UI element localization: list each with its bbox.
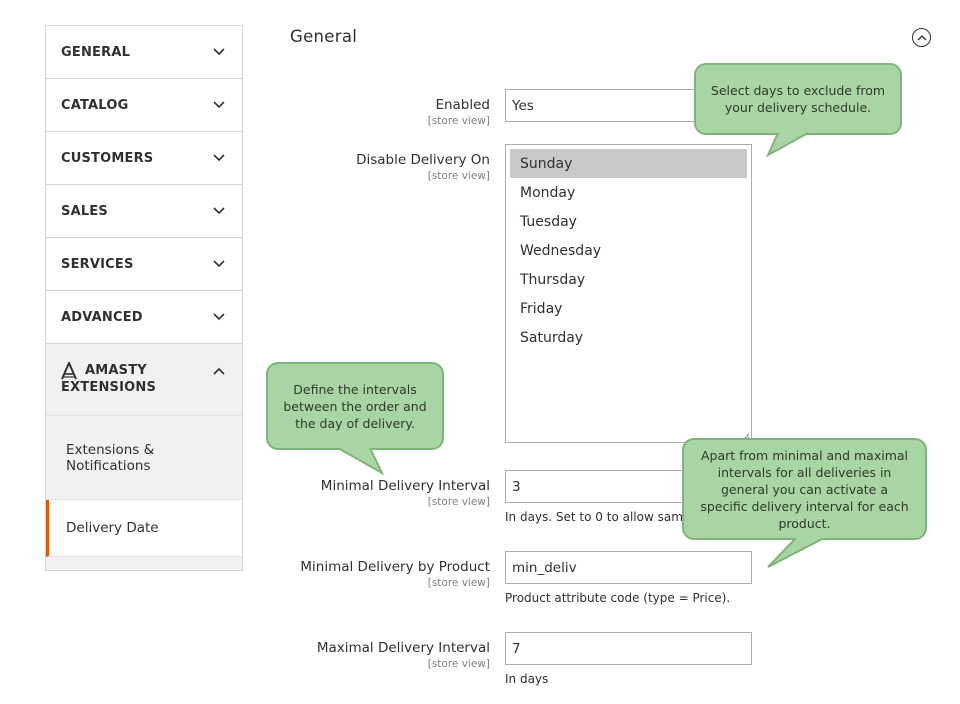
- min-interval-scope: [store view]: [427, 496, 490, 508]
- max-interval-scope: [store view]: [427, 658, 490, 670]
- enabled-label: Enabled: [435, 97, 490, 113]
- sidebar-item-label: EXTENSIONS: [61, 380, 157, 395]
- submenu-item-delivery-date[interactable]: Delivery Date: [46, 500, 242, 557]
- callout-tail: [767, 535, 826, 568]
- amasty-submenu: Extensions & Notifications Delivery Date: [46, 416, 242, 570]
- max-interval-label: Maximal Delivery Interval: [316, 640, 490, 656]
- sidebar-item-label: ADVANCED: [61, 309, 143, 325]
- sidebar-item-advanced[interactable]: ADVANCED: [46, 291, 242, 344]
- sidebar-item-label: AMASTY: [85, 363, 147, 378]
- min-by-product-scope: [store view]: [427, 577, 490, 589]
- disable-delivery-scope: [store view]: [427, 170, 490, 182]
- min-by-product-note: Product attribute code (type = Price).: [505, 591, 731, 605]
- min-interval-label: Minimal Delivery Interval: [320, 478, 490, 494]
- amasty-logo-icon: [61, 360, 77, 380]
- option-sunday[interactable]: Sunday: [510, 149, 747, 178]
- callout-text: Select days to exclude from your deliver…: [710, 83, 886, 115]
- enabled-scope: [store view]: [427, 115, 490, 127]
- option-monday[interactable]: Monday: [520, 184, 576, 201]
- callout-text: Apart from minimal and maximal intervals…: [700, 447, 909, 531]
- sidebar-item-amasty-extensions[interactable]: AMASTY EXTENSIONS: [46, 344, 242, 416]
- chevron-down-icon: [212, 98, 226, 112]
- submenu-item-label: Extensions & Notifications: [66, 441, 155, 474]
- option-friday[interactable]: Friday: [520, 300, 563, 317]
- min-interval-note: In days. Set to 0 to allow same c: [505, 510, 701, 524]
- sidebar-item-label: CATALOG: [61, 97, 129, 113]
- min-by-product-label: Minimal Delivery by Product: [300, 559, 490, 575]
- sidebar-item-label: SERVICES: [61, 256, 134, 272]
- sidebar-item-services[interactable]: SERVICES: [46, 238, 242, 291]
- callout-per-product: Apart from minimal and maximal intervals…: [682, 438, 927, 540]
- max-interval-input[interactable]: 7: [505, 632, 752, 665]
- collapse-section-button[interactable]: [912, 28, 931, 47]
- chevron-down-icon: [212, 45, 226, 59]
- callout-tail: [336, 445, 385, 475]
- sidebar-item-label: CUSTOMERS: [61, 150, 154, 166]
- submenu-spacer: [46, 557, 242, 570]
- max-interval-note: In days: [505, 672, 549, 686]
- option-thursday[interactable]: Thursday: [520, 271, 586, 288]
- option-saturday[interactable]: Saturday: [520, 329, 584, 346]
- callout-exclude-days: Select days to exclude from your deliver…: [694, 63, 902, 135]
- config-sidebar: GENERAL CATALOG CUSTOMERS SALES SERVICES…: [45, 25, 243, 571]
- option-tuesday[interactable]: Tuesday: [520, 213, 577, 230]
- min-by-product-input[interactable]: min_deliv: [505, 551, 752, 584]
- sidebar-item-label: GENERAL: [61, 44, 131, 60]
- sidebar-item-customers[interactable]: CUSTOMERS: [46, 132, 242, 185]
- submenu-item-label: Delivery Date: [66, 520, 159, 536]
- submenu-item-extensions-notifications[interactable]: Extensions & Notifications: [46, 416, 242, 500]
- chevron-down-icon: [212, 257, 226, 271]
- sidebar-item-general[interactable]: GENERAL: [46, 26, 242, 79]
- collapse-up-icon: [917, 35, 926, 41]
- sidebar-item-sales[interactable]: SALES: [46, 185, 242, 238]
- callout-intervals: Define the intervals between the order a…: [266, 362, 444, 450]
- chevron-down-icon: [212, 151, 226, 165]
- amasty-extensions-title: AMASTY EXTENSIONS: [61, 360, 157, 396]
- sidebar-item-catalog[interactable]: CATALOG: [46, 79, 242, 132]
- sidebar-item-label: SALES: [61, 203, 108, 219]
- section-title: General: [290, 27, 358, 46]
- chevron-down-icon: [212, 310, 226, 324]
- callout-tail: [765, 130, 809, 158]
- chevron-up-icon: [212, 364, 226, 378]
- callout-text: Define the intervals between the order a…: [283, 381, 427, 431]
- option-wednesday[interactable]: Wednesday: [520, 242, 602, 259]
- chevron-down-icon: [212, 204, 226, 218]
- disable-delivery-label: Disable Delivery On: [356, 152, 490, 168]
- disable-delivery-multiselect[interactable]: Sunday Monday Tuesday Wednesday Thursday…: [505, 144, 752, 443]
